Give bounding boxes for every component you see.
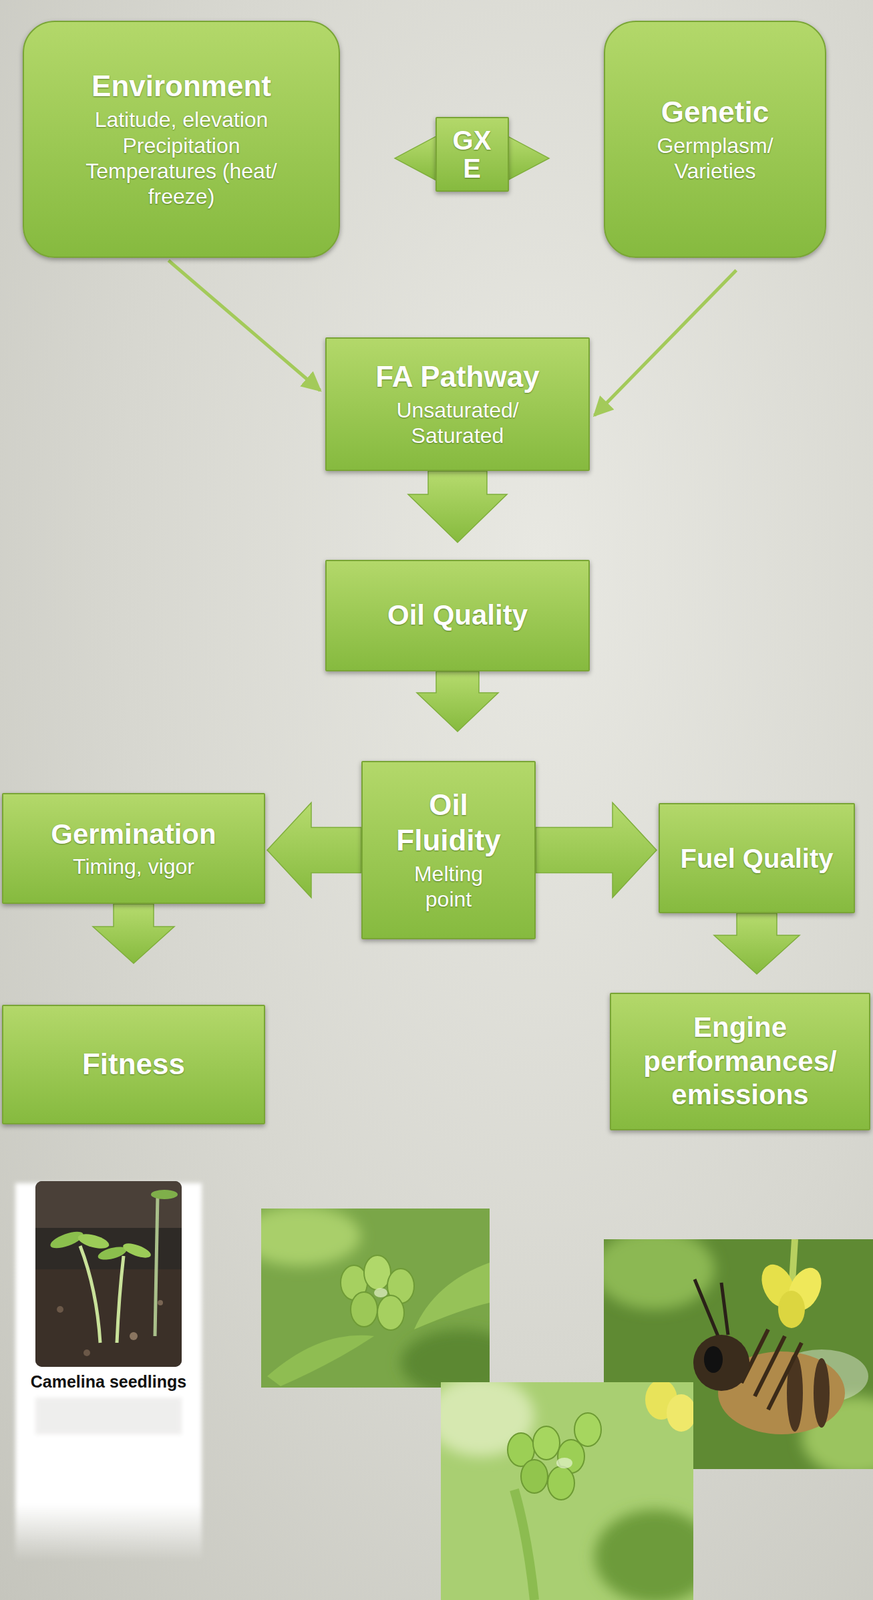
node-heading: Engine performances/ emissions	[629, 1010, 851, 1112]
tray-back	[35, 1180, 182, 1228]
node-heading: Oil Fluidity	[382, 787, 516, 859]
flower-bud	[377, 1295, 405, 1330]
process-box: Fitness	[2, 1004, 266, 1125]
block-arrow	[535, 802, 657, 898]
block-arrow	[714, 913, 800, 974]
bee-leg	[741, 1329, 802, 1410]
block-arrow	[267, 802, 362, 898]
buds-photo	[261, 1208, 490, 1388]
node-body: Timing, vigor	[72, 853, 195, 880]
seedling-leaf	[76, 1231, 111, 1252]
node-heading: Fuel Quality	[680, 842, 834, 875]
flower-bud	[364, 1255, 391, 1290]
soil-grain	[129, 1331, 138, 1340]
seedling-leaf	[121, 1240, 153, 1261]
node-heading: Germination	[50, 817, 216, 851]
node-body: Latitude, elevation Precipitation Temper…	[68, 106, 296, 210]
photo-reflection	[35, 1397, 182, 1435]
flowering-buds-photo	[440, 1381, 694, 1600]
leaf	[267, 1335, 375, 1386]
petal	[778, 1290, 805, 1328]
flower-bud	[520, 1459, 548, 1493]
node-heading: Oil Quality	[387, 598, 528, 632]
leaf	[414, 1262, 490, 1330]
blur-blob	[594, 1509, 694, 1600]
process-box: FA PathwayUnsaturated/ Saturated	[325, 337, 590, 471]
seedling-leaf	[150, 1189, 178, 1199]
water-drop	[556, 1457, 573, 1469]
bee-stripe	[813, 1357, 830, 1428]
node-heading: Environment	[91, 68, 272, 105]
node-body: Unsaturated/ Saturated	[357, 397, 558, 449]
process-box: EnvironmentLatitude, elevation Precipita…	[22, 20, 340, 258]
node-body: Melting point	[395, 860, 503, 913]
seedlings-photo	[35, 1180, 182, 1367]
photo-ground	[35, 1180, 182, 1367]
block-arrow	[408, 470, 507, 543]
process-box: Oil Quality	[325, 559, 590, 672]
bee-antenna	[694, 1279, 729, 1336]
blur-blob	[261, 1208, 361, 1266]
process-box: Oil FluidityMelting point	[361, 760, 536, 940]
petal	[666, 1393, 694, 1432]
block-arrow	[416, 671, 499, 732]
process-box: GerminationTiming, vigor	[2, 792, 266, 904]
seedling-stem	[116, 1255, 124, 1343]
block-arrow	[92, 903, 175, 964]
arrow-line	[594, 270, 737, 416]
flower-bud	[533, 1426, 560, 1460]
water-drop	[374, 1287, 388, 1298]
soil-grain	[83, 1349, 91, 1356]
bee-eye	[704, 1345, 723, 1373]
edge-label: GX E	[435, 116, 509, 192]
flower-stem	[514, 1489, 535, 1600]
seedling-stem	[154, 1195, 158, 1336]
blur-blob	[603, 1239, 715, 1310]
flower-bud	[574, 1412, 602, 1447]
bee-head	[693, 1334, 750, 1391]
node-body: Germplasm/ Varieties	[635, 132, 796, 185]
soil-grain	[56, 1305, 64, 1313]
photo-caption: Camelina seedlings	[15, 1371, 202, 1392]
flower-bud	[547, 1466, 575, 1500]
process-box: Fuel Quality	[658, 802, 855, 914]
flower-bud	[350, 1291, 378, 1327]
seedling-stem	[80, 1245, 101, 1343]
node-heading: FA Pathway	[375, 359, 540, 395]
process-box: GeneticGermplasm/ Varieties	[603, 20, 827, 258]
blur-blob	[400, 1329, 490, 1388]
soil-grain	[157, 1299, 163, 1306]
arrow-line	[168, 260, 320, 391]
node-heading: Genetic	[661, 94, 769, 131]
node-heading: Fitness	[82, 1046, 186, 1083]
soil	[35, 1269, 182, 1367]
process-box: Engine performances/ emissions	[609, 992, 871, 1131]
